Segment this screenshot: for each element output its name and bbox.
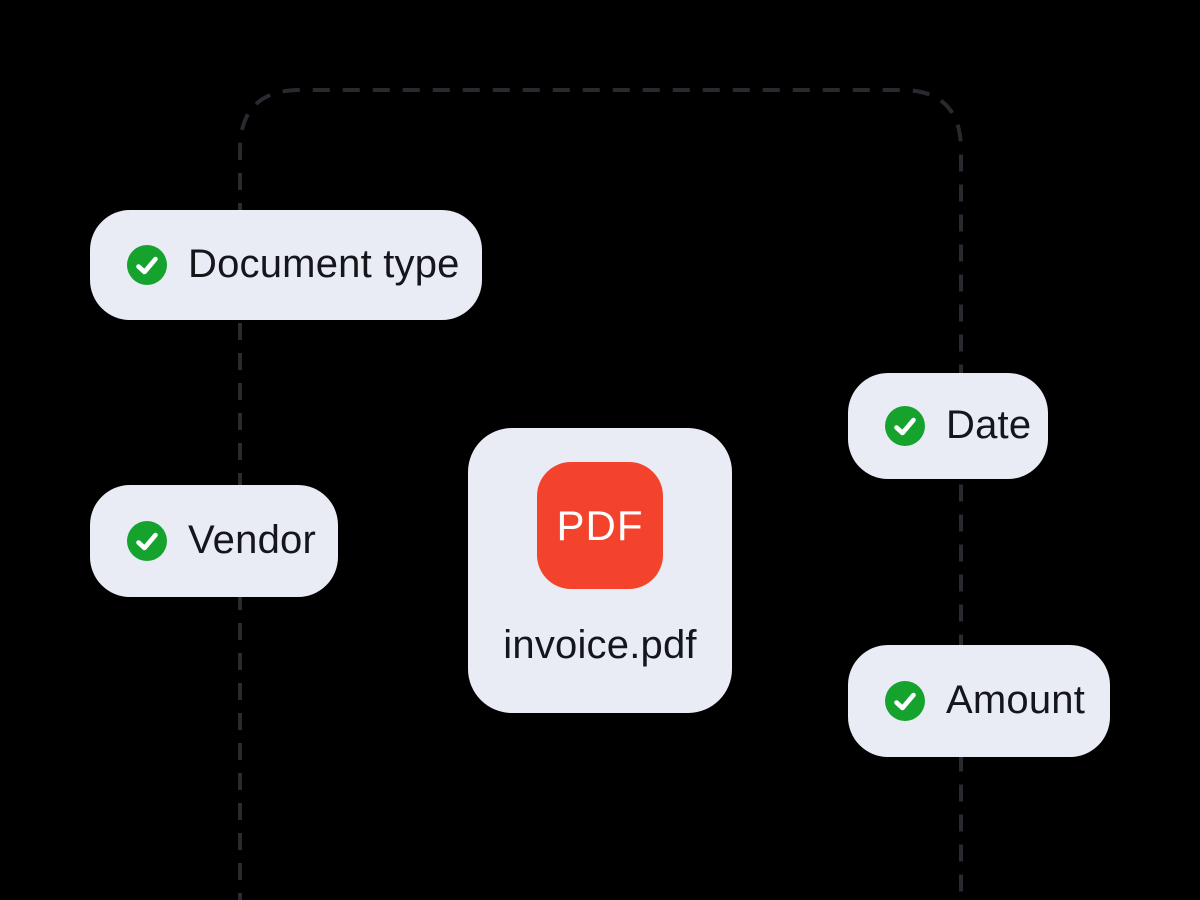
field-pill-amount: Amount [848,645,1110,757]
flow-boundary-path [238,88,963,900]
file-name-label: invoice.pdf [503,623,697,667]
field-label: Date [946,403,1032,447]
check-mark [894,417,916,436]
pdf-file-icon: PDF [537,462,663,589]
field-pill-vendor: Vendor [90,485,338,597]
field-pill-date: Date [848,373,1048,479]
check-circle-bg [127,521,167,561]
check-circle-icon [127,245,167,285]
field-pill-document-type: Document type [90,210,482,320]
check-circle-icon [127,521,167,561]
check-circle-icon [885,406,925,446]
field-label: Document type [188,242,460,286]
check-circle-bg [885,681,925,721]
check-mark [136,256,158,275]
field-label: Amount [946,678,1086,722]
check-mark [894,692,916,711]
check-circle-bg [885,406,925,446]
check-mark [136,532,158,551]
file-card: PDF invoice.pdf [468,428,732,713]
check-circle-bg [127,245,167,285]
check-circle-icon [885,681,925,721]
field-label: Vendor [188,518,316,562]
